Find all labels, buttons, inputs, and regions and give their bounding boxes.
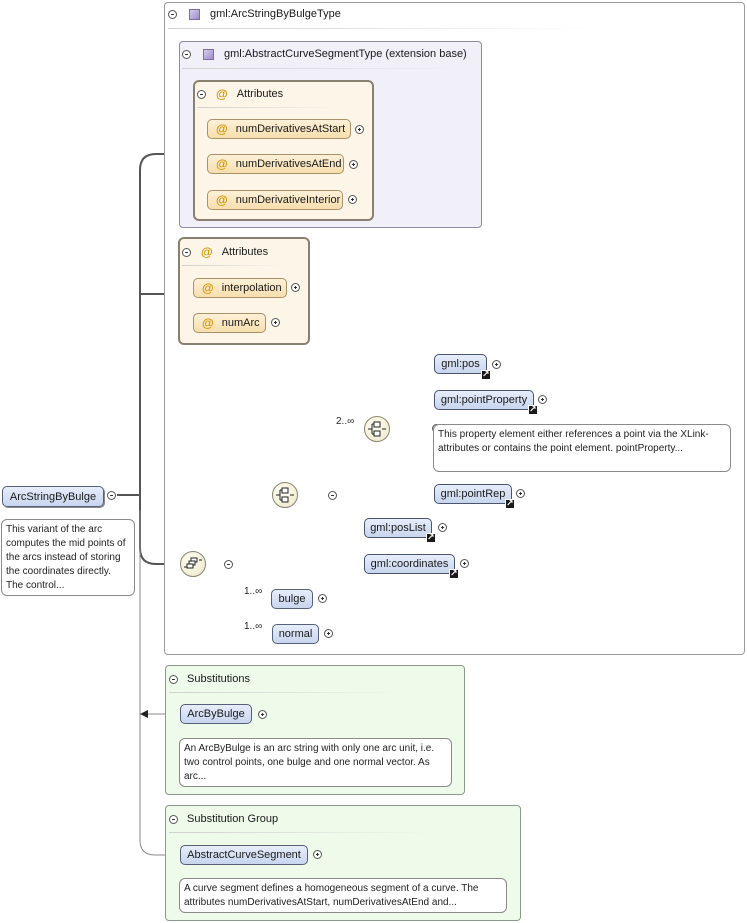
attribute-icon: @ xyxy=(202,316,214,330)
expand-gml-pos[interactable] xyxy=(492,360,501,369)
choice-cardinality: 2..∞ xyxy=(336,416,355,427)
type-header-divider xyxy=(168,28,598,29)
expand-numderivativeinterior[interactable] xyxy=(348,195,357,204)
reference-arrow-icon xyxy=(528,403,538,415)
choice-compositor-points[interactable] xyxy=(364,416,390,442)
attribute-icon: @ xyxy=(216,122,228,136)
substitutions-divider xyxy=(169,692,399,693)
element-label: gml:pointProperty xyxy=(440,394,528,406)
substitution-group-collapse-toggle[interactable] xyxy=(169,814,178,824)
abstractcurvesegment-documentation: A curve segment defines a homogeneous se… xyxy=(179,878,507,913)
element-abstractcurvesegment[interactable]: AbstractCurveSegment xyxy=(180,845,308,865)
expand-normal[interactable] xyxy=(324,629,333,638)
pointproperty-documentation: This property element either references … xyxy=(433,424,731,472)
element-gml-pointrep[interactable]: gml:pointRep xyxy=(434,484,512,504)
substitutions-title: Substitutions xyxy=(187,673,250,685)
attributes-title: Attributes xyxy=(221,246,269,258)
expand-numderivativesatstart[interactable] xyxy=(355,125,364,134)
sequence-icon xyxy=(184,557,202,569)
substitution-group-title: Substitution Group xyxy=(187,813,279,825)
extension-header: gml:AbstractCurveSegmentType (extension … xyxy=(182,48,467,60)
expand-arcbybulge[interactable] xyxy=(258,710,267,719)
attribute-icon: @ xyxy=(202,281,214,295)
element-bulge[interactable]: bulge xyxy=(271,589,313,609)
element-label: gml:pos xyxy=(441,358,480,370)
root-collapse-toggle[interactable] xyxy=(107,491,116,500)
extension-title: gml:AbstractCurveSegmentType (extension … xyxy=(224,48,467,60)
attribute-icon: @ xyxy=(216,193,228,207)
bulge-cardinality: 1..∞ xyxy=(244,586,263,597)
choice-icon xyxy=(276,487,294,503)
attributes-icon: @ xyxy=(216,87,228,101)
expand-gml-pointrep[interactable] xyxy=(516,489,525,498)
expand-gml-pointproperty[interactable] xyxy=(538,395,547,404)
attribute-numarc[interactable]: @ numArc xyxy=(193,313,266,333)
choice-icon xyxy=(368,421,386,437)
reference-arrow-icon xyxy=(481,368,491,380)
choice-compositor[interactable] xyxy=(272,482,298,508)
type-collapse-toggle[interactable] xyxy=(168,9,177,19)
root-element-arcstringbybulge[interactable]: ArcStringByBulge xyxy=(2,486,104,507)
expand-gml-poslist[interactable] xyxy=(438,523,447,532)
extension-attributes-collapse-toggle[interactable] xyxy=(197,89,206,99)
substitutions-header: Substitutions xyxy=(169,673,250,685)
extension-type-icon xyxy=(203,48,214,60)
complex-type-title: gml:ArcStringByBulgeType xyxy=(210,8,341,20)
attribute-icon: @ xyxy=(216,157,228,171)
arcbybulge-documentation: An ArcByBulge is an arc string with only… xyxy=(179,738,452,787)
element-normal[interactable]: normal xyxy=(272,624,319,644)
substitution-group-divider xyxy=(169,832,429,833)
element-label: ArcByBulge xyxy=(187,708,245,720)
expand-abstractcurvesegment[interactable] xyxy=(313,850,322,859)
element-gml-pos[interactable]: gml:pos xyxy=(434,354,487,374)
root-element-label: ArcStringByBulge xyxy=(9,490,97,503)
sequence-collapse-toggle[interactable] xyxy=(224,560,234,569)
attribute-numderivativesatstart[interactable]: @ numDerivativesAtStart xyxy=(207,119,351,139)
reference-arrow-icon xyxy=(449,567,459,579)
expand-interpolation[interactable] xyxy=(291,283,300,292)
attribute-label: numArc xyxy=(221,317,260,329)
attributes-header: @ Attributes xyxy=(182,245,268,259)
attributes-divider xyxy=(182,265,282,266)
reference-arrow-icon xyxy=(426,531,436,543)
complex-type-header: gml:ArcStringByBulgeType xyxy=(168,8,341,20)
substitutions-collapse-toggle[interactable] xyxy=(169,674,178,684)
complex-type-icon xyxy=(189,8,200,20)
attribute-numderivativesatend[interactable]: @ numDerivativesAtEnd xyxy=(207,154,344,174)
expand-bulge[interactable] xyxy=(318,594,327,603)
element-label: gml:posList xyxy=(370,522,426,534)
extension-collapse-toggle[interactable] xyxy=(182,49,191,59)
element-gml-pointproperty[interactable]: gml:pointProperty xyxy=(434,390,534,410)
attributes-icon: @ xyxy=(201,245,213,259)
sequence-compositor[interactable] xyxy=(180,551,206,577)
element-label: gml:coordinates xyxy=(370,558,449,570)
extension-attributes-header: @ Attributes xyxy=(197,87,283,101)
root-documentation: This variant of the arc computes the mid… xyxy=(1,519,135,596)
choice-collapse-toggle[interactable] xyxy=(328,491,338,500)
reference-arrow-icon xyxy=(505,497,515,509)
attribute-label: interpolation xyxy=(221,282,282,294)
substitution-group-header: Substitution Group xyxy=(169,813,278,825)
expand-gml-coordinates[interactable] xyxy=(460,559,469,568)
element-label: gml:pointRep xyxy=(440,488,506,500)
element-label: AbstractCurveSegment xyxy=(187,849,301,861)
normal-cardinality: 1..∞ xyxy=(244,621,263,632)
attribute-numderivativeinterior[interactable]: @ numDerivativeInterior xyxy=(207,190,343,210)
element-gml-poslist[interactable]: gml:posList xyxy=(364,518,432,538)
element-label: bulge xyxy=(278,593,306,605)
extension-header-divider xyxy=(182,68,462,69)
extension-attributes-divider xyxy=(197,107,337,108)
element-label: normal xyxy=(278,628,313,640)
attribute-interpolation[interactable]: @ interpolation xyxy=(193,278,287,298)
expand-numarc[interactable] xyxy=(271,318,280,327)
extension-attributes-title: Attributes xyxy=(236,88,284,100)
element-arcbybulge[interactable]: ArcByBulge xyxy=(180,704,252,724)
attributes-collapse-toggle[interactable] xyxy=(182,247,191,257)
attribute-label: numDerivativesAtStart xyxy=(235,123,346,135)
element-gml-coordinates[interactable]: gml:coordinates xyxy=(364,554,455,574)
attribute-label: numDerivativeInterior xyxy=(235,194,341,206)
attribute-label: numDerivativesAtEnd xyxy=(235,158,342,170)
expand-numderivativesatend[interactable] xyxy=(349,160,358,169)
